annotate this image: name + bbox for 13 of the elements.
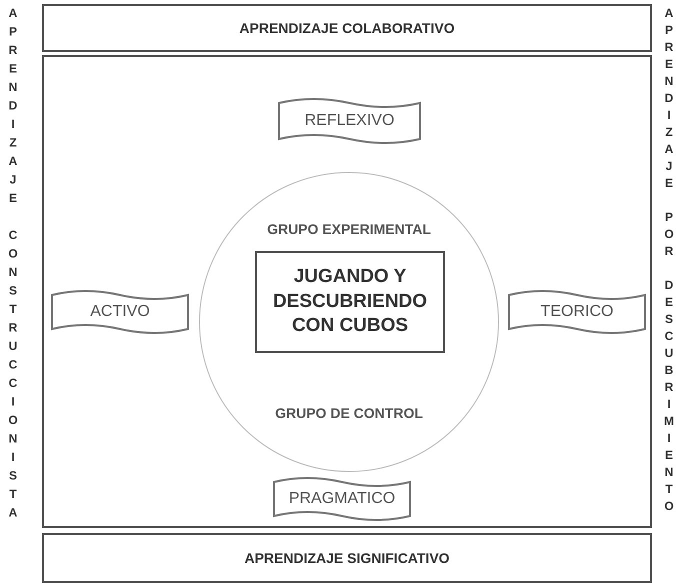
circle bbox=[199, 172, 499, 472]
vertical-label: APRENDIZAJE POR DESCUBRIMIENTO bbox=[662, 6, 676, 516]
banner-text: TEORICO bbox=[540, 303, 614, 321]
banner-text: REFLEXIVO bbox=[304, 112, 394, 130]
group-label: GRUPO EXPERIMENTAL bbox=[266, 221, 432, 237]
banner-text: PRAGMATICO bbox=[288, 490, 396, 508]
frame-box bbox=[42, 55, 652, 528]
banner-text: ACTIVO bbox=[90, 303, 150, 321]
heading-band: APRENDIZAJE COLABORATIVO bbox=[42, 4, 652, 52]
heading-band: APRENDIZAJE SIGNIFICATIVO bbox=[42, 533, 652, 583]
group-label: GRUPO DE CONTROL bbox=[274, 405, 424, 421]
vertical-label: APRENDIZAJE CONSTRUCCIONISTA bbox=[6, 6, 20, 524]
title-box: JUGANDO Y DESCUBRIENDO CON CUBOS bbox=[255, 251, 445, 353]
